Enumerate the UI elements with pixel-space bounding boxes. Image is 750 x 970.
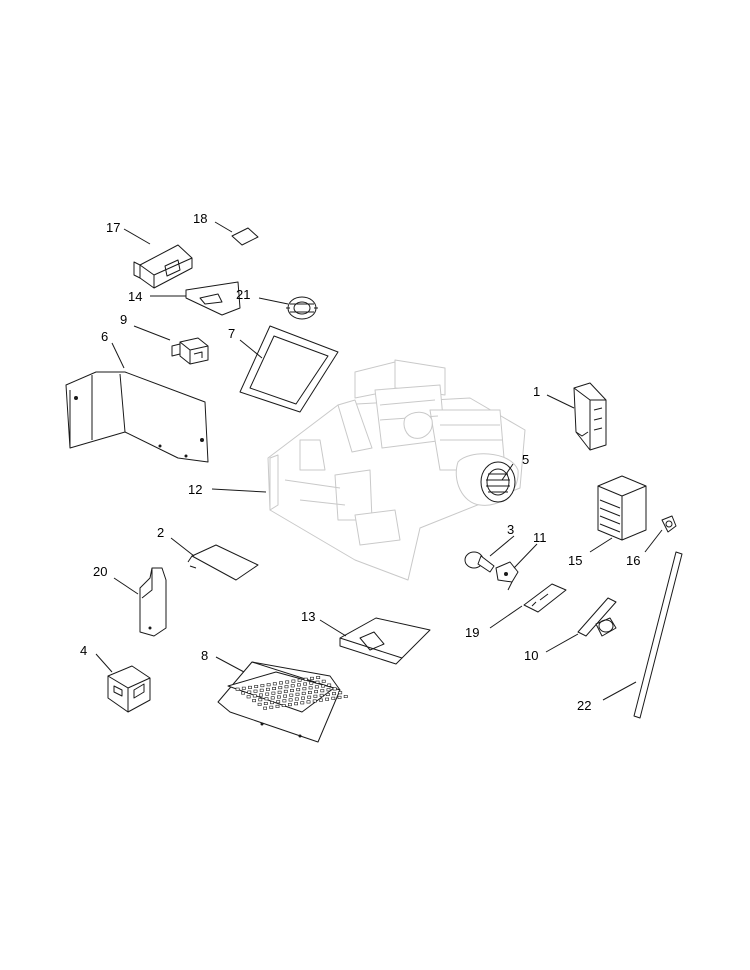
callout-16: 16 [626,553,640,568]
part-9-switch [171,337,209,365]
callout-9: 9 [120,312,127,327]
part-16-clip [661,515,677,533]
callout-6: 6 [101,329,108,344]
callout-3: 3 [507,522,514,537]
callout-20: 20 [93,564,107,579]
mesh-holes [235,675,348,710]
part-17-vent-cover [133,244,193,289]
part-7-filter [239,325,339,413]
callout-21: 21 [236,287,250,302]
callout-19: 19 [465,625,479,640]
part-1-bracket [573,382,607,451]
callout-4: 4 [80,643,87,658]
leader-lines [95,221,663,701]
part-11-socket [495,561,519,591]
part-5-blower-wheel [480,461,516,503]
part-18-pad [231,227,259,246]
callout-17: 17 [106,220,120,235]
callout-7: 7 [228,326,235,341]
callout-2: 2 [157,525,164,540]
callout-14: 14 [128,289,142,304]
part-20-bracket-plate [139,567,167,637]
part-4-bracket [107,665,151,713]
callout-13: 13 [301,609,315,624]
callout-labels: 1 2 3 4 5 6 7 8 9 10 11 12 13 14 15 16 1… [80,211,640,713]
callout-1: 1 [533,384,540,399]
part-6-wrap-panel [65,371,209,463]
part-3-bulb [464,551,495,573]
callout-5: 5 [522,452,529,467]
part-2-cover-plate [187,544,259,581]
callout-12: 12 [188,482,202,497]
callout-8: 8 [201,648,208,663]
part-10-control-plate [577,597,617,637]
part-14-plate [185,281,241,316]
part-15-transformer [597,475,647,541]
callout-10: 10 [524,648,538,663]
part-22-rod [633,551,683,719]
part-21-motor [286,296,318,320]
callout-15: 15 [568,553,582,568]
part-19-switch-plate [523,583,567,613]
part-12-base-housing [267,359,526,581]
callout-22: 22 [577,698,591,713]
callout-18: 18 [193,211,207,226]
part-8-mesh-tray [217,661,348,743]
callout-11: 11 [533,530,547,545]
part-13-vent-plate [339,617,431,665]
